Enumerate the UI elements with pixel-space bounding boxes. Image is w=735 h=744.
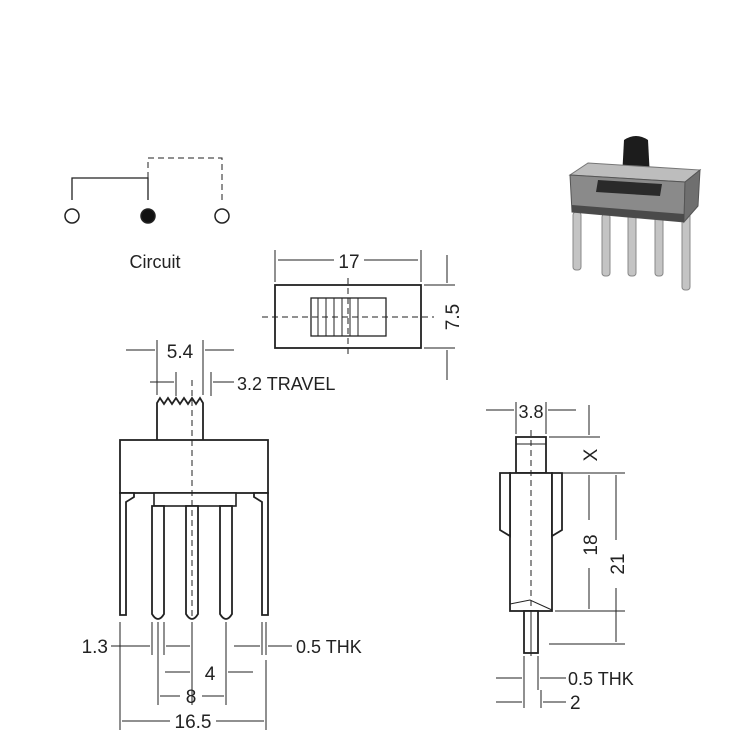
circuit-symbol: Circuit	[64, 157, 230, 272]
pin-pitch-label: 4	[205, 664, 216, 685]
body-width-label: 16.5	[175, 712, 212, 733]
body-height-label: 18	[581, 534, 602, 555]
terminal-left	[64, 208, 80, 224]
actuator-width-label: 5.4	[167, 342, 194, 363]
actuator-height-label: X	[581, 448, 602, 461]
top-width-label: 17	[338, 252, 359, 273]
terminal-right	[214, 208, 230, 224]
top-view: 17 7.5	[262, 250, 464, 380]
side-pin-thickness-label: 0.5 THK	[568, 669, 634, 689]
side-view: 3.8 X 18 21 0.5 THK 2	[486, 402, 634, 714]
terminal-common	[140, 208, 156, 224]
pin-offset-label: 2	[570, 693, 581, 714]
pin-width-label: 1.3	[82, 637, 108, 658]
overall-height-label: 21	[608, 553, 629, 574]
top-height-label: 7.5	[443, 304, 464, 330]
outer-pin-span-label: 8	[186, 687, 197, 708]
side-actuator-width-label: 3.8	[518, 402, 543, 422]
front-pin-thickness-label: 0.5 THK	[296, 637, 362, 657]
front-view: 5.4 3.2 TRAVEL 1.3 0.5 THK 4 8 16.5	[82, 340, 362, 733]
circuit-label: Circuit	[129, 252, 180, 272]
switch-photo	[568, 136, 702, 291]
travel-label: 3.2 TRAVEL	[237, 374, 335, 394]
